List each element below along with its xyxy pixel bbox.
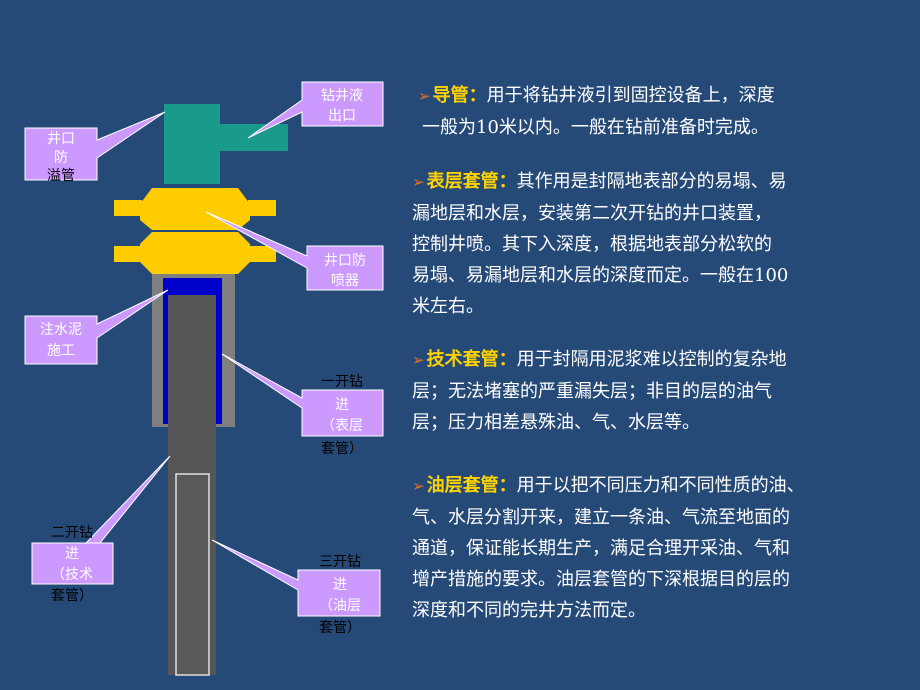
callout-first-spud-l4: 套管） <box>321 441 363 457</box>
callout-cementing-l1: 注水泥 <box>40 322 82 338</box>
bop-side-left-bottom <box>114 246 142 262</box>
arrow-bullet-icon: ➢ <box>412 477 425 495</box>
callout-second-spud-l3: （技术 <box>51 567 93 583</box>
term-technical-casing: 技术套管： <box>426 349 517 370</box>
para-line: 一般为10米以内。一般在钻前准备时完成。 <box>422 117 769 138</box>
bop-lower <box>140 232 250 274</box>
bop-side-right-top <box>248 200 276 216</box>
conductor-pipe <box>164 104 220 184</box>
term-conductor: 导管： <box>432 85 487 106</box>
paragraph-surface-casing: ➢表层套管：其作用是封隔地表部分的易塌、易 漏地层和水层，安装第二次开钻的井口装… <box>412 166 902 322</box>
callout-wellhead-overflow-l1: 井口 <box>47 131 75 147</box>
paragraph-technical-casing: ➢技术套管：用于封隔用泥浆难以控制的复杂地 层；无法堵塞的严重漏失层；非目的层的… <box>412 344 902 438</box>
callout-third-spud-l4: 套管） <box>319 620 361 636</box>
callout-wellhead-overflow-box <box>24 111 166 181</box>
bop-side-right-bottom <box>248 246 276 262</box>
paragraph-conductor: ➢导管：用于将钻井液引到固控设备上，深度 一般为10米以内。一般在钻前准备时完成… <box>418 80 908 143</box>
callout-second-spud-l1: 二开钻 <box>51 525 93 541</box>
callout-bop-box <box>205 211 384 291</box>
para-line: 用于以把不同压力和不同性质的油、 <box>516 475 805 496</box>
para-line: 深度和不同的完井方法而定。 <box>412 600 646 621</box>
callout-bop-l2: 喷器 <box>331 273 359 289</box>
production-casing <box>175 473 210 676</box>
term-surface-casing: 表层套管： <box>426 171 517 192</box>
callout-fluid-outlet-l2: 出口 <box>328 108 356 124</box>
para-line: 增产措施的要求。油层套管的下深根据目的层的 <box>412 569 790 590</box>
callout-third-spud-l3: （油层 <box>319 598 361 614</box>
para-line: 气、水层分割开来，建立一条油、气流至地面的 <box>412 507 790 528</box>
para-line: 控制井喷。其下入深度，根据地表部分松软的 <box>412 234 772 255</box>
callout-first-spud-l3: （表层 <box>321 418 363 434</box>
para-line: 层；压力相差悬殊油、气、水层等。 <box>412 412 700 433</box>
para-line: 易塌、易漏地层和水层的深度而定。一般在100 <box>412 265 789 286</box>
callout-second-spud-l2: 进 <box>65 546 79 562</box>
para-line: 层；无法堵塞的严重漏失层；非目的层的油气 <box>412 381 772 402</box>
paragraph-production-casing: ➢油层套管：用于以把不同压力和不同性质的油、 气、水层分割开来，建立一条油、气流… <box>412 470 902 626</box>
fluid-outlet-pipe <box>220 124 288 151</box>
callout-wellhead-overflow-l3: 溢管 <box>47 168 75 184</box>
callout-third-spud-l2: 进 <box>333 577 347 593</box>
arrow-bullet-icon: ➢ <box>412 173 425 191</box>
callout-cementing-l2: 施工 <box>47 343 75 359</box>
callout-fluid-outlet-l1: 钻井液 <box>321 88 363 104</box>
bop-side-left-top <box>114 200 142 216</box>
para-line: 米左右。 <box>412 296 484 317</box>
callout-second-spud-box <box>31 455 171 585</box>
callout-second-spud-l4: 套管） <box>51 588 93 604</box>
callout-first-spud-l2: 进 <box>335 397 349 413</box>
para-line: 通道，保证能长期生产，满足合理开采油、气和 <box>412 538 790 559</box>
para-line: 用于将钻井液引到固控设备上，深度 <box>486 85 775 106</box>
callout-third-spud-box <box>211 539 381 617</box>
callout-fluid-outlet-box <box>247 81 384 139</box>
para-line: 用于封隔用泥浆难以控制的复杂地 <box>516 349 787 370</box>
callout-third-spud-l1: 三开钻 <box>319 554 361 570</box>
para-line: 漏地层和水层，安装第二次开钻的井口装置， <box>412 203 772 224</box>
callout-first-spud-box <box>221 353 384 437</box>
para-line: 其作用是封隔地表部分的易塌、易 <box>516 171 787 192</box>
term-production-casing: 油层套管： <box>426 475 517 496</box>
callout-bop-l1: 井口防 <box>324 253 366 269</box>
callout-cementing-box <box>24 289 169 365</box>
callout-first-spud-l1: 一开钻 <box>321 374 363 390</box>
arrow-bullet-icon: ➢ <box>412 351 425 369</box>
arrow-bullet-icon: ➢ <box>418 87 431 105</box>
callout-wellhead-overflow-l2: 防 <box>54 150 68 166</box>
